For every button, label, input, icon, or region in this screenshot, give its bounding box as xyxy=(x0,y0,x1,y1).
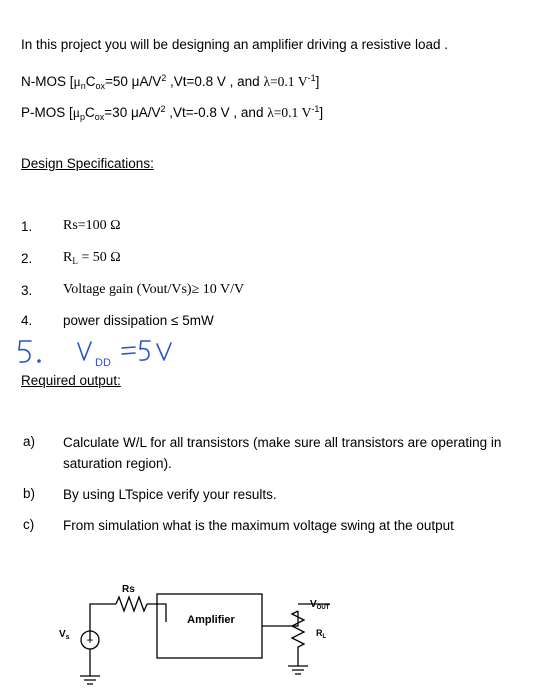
handwritten-dot xyxy=(37,359,41,363)
resistor-rs xyxy=(115,595,148,613)
spec-power-dissipation: power dissipation ≤ 5mW xyxy=(63,313,214,328)
ground-symbol xyxy=(80,675,100,685)
handwritten-v xyxy=(156,342,172,361)
resistor-rl xyxy=(290,610,306,666)
requirement-b: By using LTspice verify your results. xyxy=(63,487,277,502)
requirement-label: b) xyxy=(23,486,36,501)
amplifier-block xyxy=(156,593,263,659)
handwritten-equals xyxy=(121,346,136,355)
voltage-source-plus-sign: + xyxy=(86,633,93,647)
pmos-parameters: P-MOS [μpCox=30 μA/V2 ,Vt=-0.8 V , and λ… xyxy=(21,104,324,122)
spec-voltage-gain: Voltage gain (Vout/Vs)≥ 10 V/V xyxy=(63,282,245,297)
ground-symbol xyxy=(288,665,308,675)
rs-label: Rs xyxy=(122,584,135,595)
design-specifications-heading: Design Specifications: xyxy=(21,156,154,171)
wire-amplifier-output xyxy=(262,611,299,627)
vs-label: Vs xyxy=(59,629,70,641)
spec-rl: RL = 50 Ω xyxy=(63,250,121,266)
required-output-heading: Required output: xyxy=(21,373,121,388)
handwritten-v xyxy=(77,341,92,361)
nmos-parameters: N-MOS [μnCox=50 μA/V2 ,Vt=0.8 V , and λ=… xyxy=(21,73,320,91)
requirement-a: Calculate W/L for all transistors (make … xyxy=(63,435,502,471)
spec-rs: Rs=100 Ω xyxy=(63,218,121,233)
spec-number: 1. xyxy=(21,219,33,234)
intro-text: In this project you will be designing an… xyxy=(21,37,448,52)
rl-label: RL xyxy=(316,628,327,640)
voltage-source xyxy=(80,630,100,650)
requirement-label: c) xyxy=(23,517,35,532)
wire-rs-to-amplifier xyxy=(147,603,167,622)
wire-source-top xyxy=(89,603,116,640)
spec-number: 3. xyxy=(21,283,33,298)
handwritten-digit-5 xyxy=(18,340,32,363)
vout-label: VOUT xyxy=(310,599,330,611)
spec-number: 2. xyxy=(21,251,33,266)
requirement-c: From simulation what is the maximum volt… xyxy=(63,518,454,533)
handwritten-vdd-subscript: DD xyxy=(95,357,111,369)
handwritten-vdd-spec: DD xyxy=(18,338,193,377)
spec-number: 4. xyxy=(21,313,33,328)
requirement-label: a) xyxy=(23,434,36,449)
handwritten-digit-5 xyxy=(139,340,151,361)
amplifier-label: Amplifier xyxy=(187,614,235,626)
